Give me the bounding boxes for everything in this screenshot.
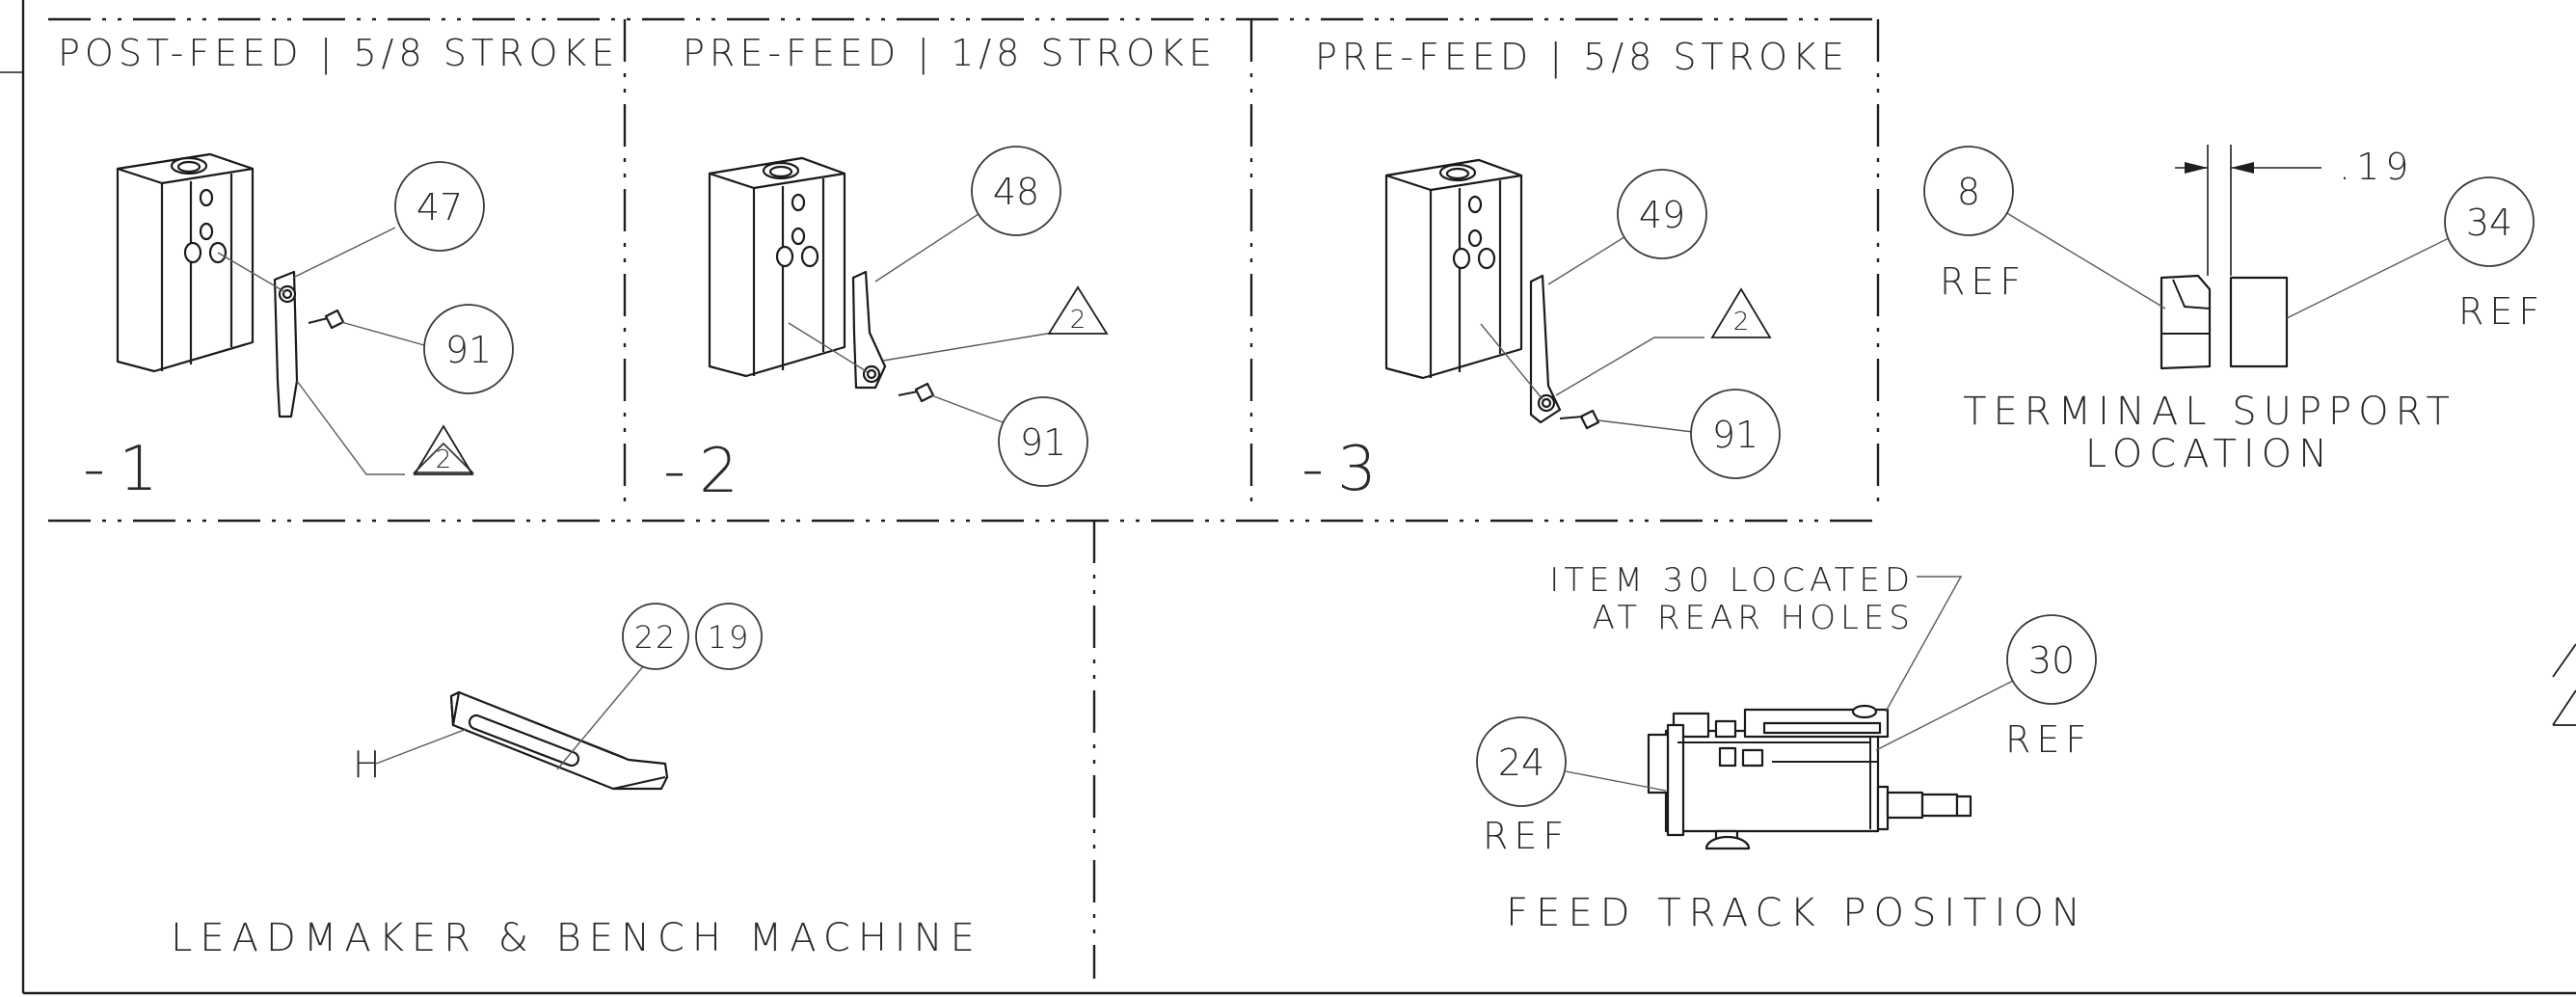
balloon-91-view-3: 91	[1712, 414, 1758, 456]
leadmaker-caption: LEADMAKER & BENCH MACHINE	[171, 916, 982, 960]
balloon-49: 49	[1639, 194, 1685, 236]
ref-label-30: REF	[2005, 718, 2092, 761]
balloon-34: 34	[2466, 202, 2512, 244]
ref-label-8: REF	[1940, 260, 2026, 303]
balloon-24: 24	[1498, 741, 1544, 784]
leader-lines-view-3	[1480, 234, 1704, 433]
terminal-support-dimension: .19	[2339, 146, 2414, 188]
pre-feed-1-8-title: PRE-FEED | 1/8 STROKE	[683, 32, 1217, 75]
terminal-support-detail	[2004, 145, 2452, 370]
view-boundaries	[48, 17, 1880, 979]
leader-lines-leadmaker	[375, 664, 645, 770]
pre-feed-5-8-title: PRE-FEED | 5/8 STROKE	[1315, 36, 1849, 79]
balloon-30: 30	[2028, 639, 2075, 682]
partial-note-flag-right-edge	[2552, 643, 2576, 726]
terminal-support-caption-line-2: LOCATION	[2085, 432, 2334, 476]
balloon-48: 48	[993, 171, 1039, 213]
balloon-91-view-1: 91	[445, 329, 492, 371]
note-flag-number-view-3: 2	[1733, 308, 1750, 337]
feed-track-assembly	[1647, 704, 1972, 850]
post-feed-title: POST-FEED | 5/8 STROKE	[58, 32, 619, 75]
guide-block-post-feed	[116, 152, 345, 418]
item-30-note-line-1: ITEM 30 LOCATED	[1549, 561, 1915, 600]
guide-block-pre-feed-5-8	[1384, 158, 1600, 430]
dash-number-2: -2	[663, 436, 752, 507]
balloon-8: 8	[1957, 171, 1980, 213]
leader-lines-feed-track	[1565, 576, 2014, 792]
note-flag-number-view-2: 2	[1070, 306, 1087, 335]
note-flag-view-1	[412, 442, 475, 473]
ref-label-24: REF	[1483, 815, 1570, 857]
note-flag-view-3	[1710, 287, 1772, 338]
ref-label-34: REF	[2458, 290, 2545, 333]
leader-lines-view-1	[217, 227, 425, 475]
note-flag-number-view-1: 2	[436, 445, 452, 474]
dash-number-3: -3	[1301, 434, 1390, 505]
callout-h: H	[353, 743, 381, 786]
dash-number-1: -1	[83, 434, 172, 505]
balloon-19: 19	[708, 619, 751, 656]
balloon-47: 47	[416, 186, 463, 229]
item-30-note-line-2: AT REAR HOLES	[1593, 599, 1915, 637]
leadmaker-bracket	[449, 690, 669, 791]
note-flag-view-2	[1047, 285, 1109, 335]
feed-track-caption: FEED TRACK POSITION	[1506, 891, 2088, 935]
terminal-support-caption-line-1: TERMINAL SUPPORT	[1963, 390, 2456, 434]
balloon-22: 22	[634, 619, 678, 656]
balloon-91-view-2: 91	[1020, 421, 1066, 464]
guide-block-pre-feed-1-8	[708, 156, 935, 403]
